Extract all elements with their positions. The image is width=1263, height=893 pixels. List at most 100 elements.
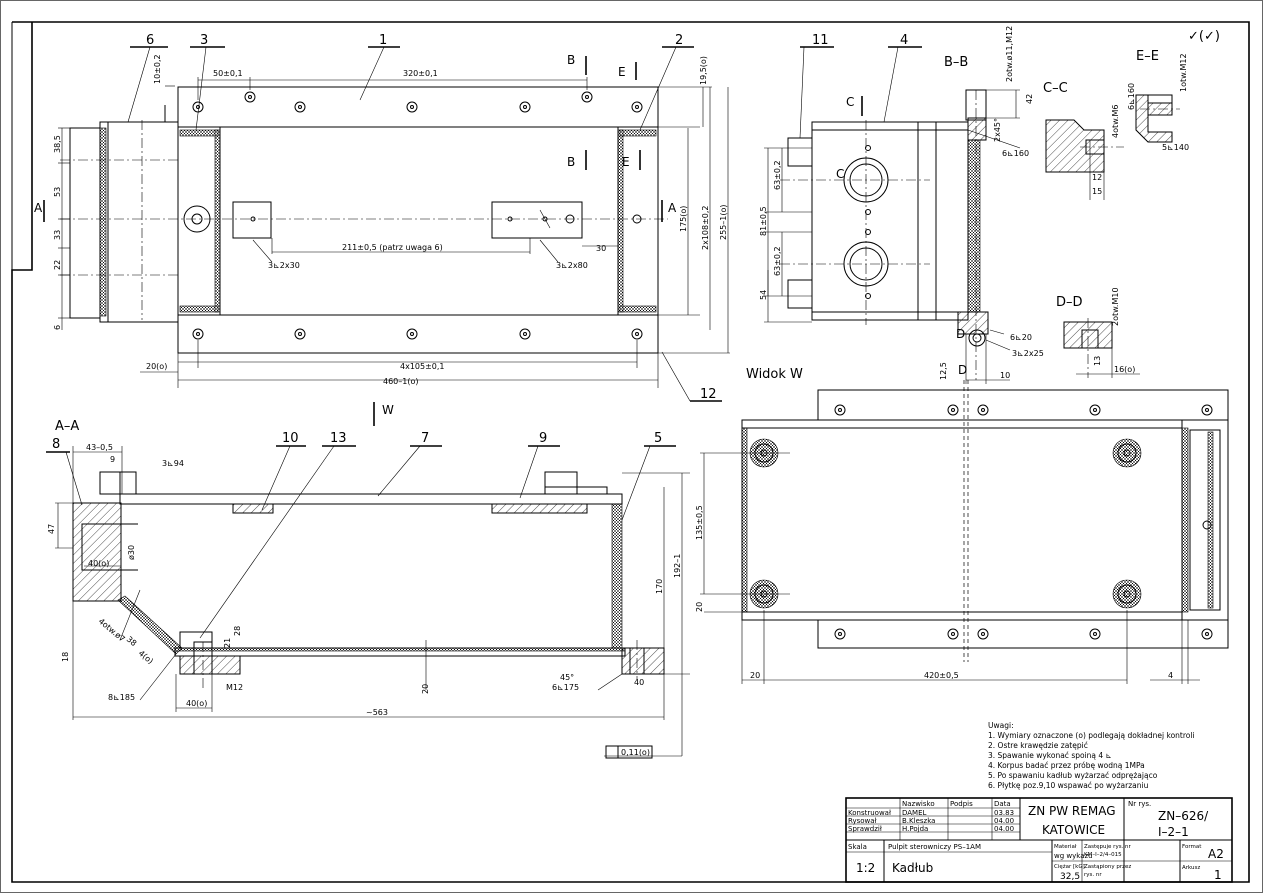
svg-text:6: 6 — [146, 33, 154, 48]
svg-text:18: 18 — [61, 652, 70, 662]
svg-text:B.Kleszka: B.Kleszka — [902, 817, 935, 825]
svg-text:8⊾185: 8⊾185 — [108, 693, 135, 702]
svg-text:4otw.ø7: 4otw.ø7 — [97, 617, 127, 644]
section-ee: E–E 1otw.M12 6⊾160 5⊾140 — [1127, 49, 1189, 152]
section-dd: D–D 2otw.M10 13 16(o) — [1056, 287, 1140, 378]
svg-text:50±0,1: 50±0,1 — [213, 69, 243, 78]
svg-text:4: 4 — [1168, 671, 1173, 680]
svg-text:1. Wymiary oznaczone (o) podle: 1. Wymiary oznaczone (o) podlegają dokła… — [988, 731, 1195, 740]
svg-text:I–2–1: I–2–1 — [1158, 825, 1189, 839]
svg-text:135±0,5: 135±0,5 — [695, 505, 704, 540]
svg-text:4otw.M6: 4otw.M6 — [1111, 105, 1120, 138]
svg-text:04.00: 04.00 — [994, 817, 1014, 825]
svg-text:28: 28 — [233, 626, 242, 636]
svg-text:12: 12 — [1092, 173, 1102, 182]
svg-text:6: 6 — [53, 325, 62, 330]
svg-text:wg wykazu: wg wykazu — [1054, 852, 1093, 860]
svg-text:Nr rys.: Nr rys. — [1128, 800, 1151, 808]
part-labels-section-aa: 8 10 13 7 9 5 — [46, 431, 676, 639]
svg-text:04.00: 04.00 — [994, 825, 1014, 833]
svg-text:DAMEL: DAMEL — [902, 809, 927, 817]
section-aa-dimensions: 43–0,5 9 3⊾94 47 40(o) ø30 4otw.ø7 38 4(… — [47, 443, 682, 759]
plan-view — [58, 77, 730, 388]
svg-text:B: B — [567, 53, 575, 67]
svg-text:10±0,2: 10±0,2 — [153, 54, 162, 84]
svg-text:13: 13 — [1093, 356, 1102, 366]
svg-text:5⊾140: 5⊾140 — [1162, 143, 1189, 152]
svg-text:10: 10 — [1000, 371, 1010, 380]
svg-text:6⊾160: 6⊾160 — [1002, 149, 1029, 158]
svg-text:43–0,5: 43–0,5 — [86, 443, 113, 452]
svg-text:rys. nr: rys. nr — [1084, 872, 1102, 878]
svg-text:6⊾175: 6⊾175 — [552, 683, 579, 692]
svg-text:12: 12 — [700, 387, 717, 402]
svg-text:255–1(o): 255–1(o) — [719, 205, 728, 241]
svg-text:5. Po spawaniu kadłub wyżarzać: 5. Po spawaniu kadłub wyżarzać odprężają… — [988, 771, 1158, 780]
svg-text:A2: A2 — [1208, 847, 1224, 861]
svg-text:C: C — [846, 95, 854, 109]
svg-text:ZN PW REMAG: ZN PW REMAG — [1028, 804, 1116, 818]
svg-text:15: 15 — [1092, 187, 1102, 196]
view-w: Widok W — [695, 367, 1229, 684]
svg-text:0,11(o): 0,11(o) — [621, 748, 650, 757]
svg-text:2x45°: 2x45° — [993, 118, 1002, 142]
svg-text:320±0,1: 320±0,1 — [403, 69, 438, 78]
svg-text:7: 7 — [421, 431, 429, 446]
notes: Uwagi: 1. Wymiary oznaczone (o) podlegaj… — [988, 721, 1195, 790]
section-bb: B–B — [764, 55, 1021, 384]
svg-text:3⊾2x80: 3⊾2x80 — [556, 261, 588, 270]
svg-text:4x105±0,1: 4x105±0,1 — [400, 362, 445, 371]
svg-text:211±0,5 (patrz uwaga 6): 211±0,5 (patrz uwaga 6) — [342, 243, 443, 252]
svg-text:20: 20 — [421, 684, 430, 694]
svg-text:D: D — [956, 327, 965, 341]
section-bb-markers: C C D D 11 4 — [799, 33, 967, 377]
svg-text:33: 33 — [53, 230, 62, 240]
svg-text:81±0,5: 81±0,5 — [759, 206, 768, 236]
svg-text:30: 30 — [596, 244, 606, 253]
section-cc: C–C 4otw.M6 12 15 — [1043, 81, 1124, 200]
svg-text:5: 5 — [654, 431, 662, 446]
svg-text:Sprawdził: Sprawdził — [848, 825, 882, 833]
svg-text:Materiał: Materiał — [1054, 844, 1077, 850]
svg-text:B: B — [567, 155, 575, 169]
svg-text:A–A: A–A — [55, 419, 79, 434]
svg-text:2otw.M10: 2otw.M10 — [1111, 287, 1120, 326]
svg-text:40(o): 40(o) — [186, 699, 207, 708]
svg-text:Ciężar [kG]: Ciężar [kG] — [1054, 864, 1085, 870]
svg-text:3⊾2x25: 3⊾2x25 — [1012, 349, 1044, 358]
svg-text:420±0,5: 420±0,5 — [924, 671, 959, 680]
svg-text:6⊾160: 6⊾160 — [1127, 83, 1136, 110]
svg-text:175(o): 175(o) — [679, 206, 688, 232]
svg-text:1: 1 — [1214, 868, 1222, 882]
svg-text:192–1: 192–1 — [673, 554, 682, 578]
svg-text:40: 40 — [634, 678, 644, 687]
svg-text:Format: Format — [1182, 844, 1202, 850]
svg-text:22: 22 — [53, 260, 62, 270]
svg-text:A: A — [668, 201, 677, 215]
title-block: Nazwisko Podpis Data Konstruował DAMEL 0… — [845, 797, 1233, 883]
svg-text:4. Korpus badać przez próbę wo: 4. Korpus badać przez próbę wodną 1MPa — [988, 761, 1145, 770]
svg-text:Konstruował: Konstruował — [848, 809, 891, 817]
svg-text:13: 13 — [330, 431, 347, 446]
svg-text:Kadłub: Kadłub — [892, 861, 933, 875]
svg-text:19,5(o): 19,5(o) — [699, 56, 708, 85]
svg-text:3. Spawanie wykonać spoiną 4 ⊾: 3. Spawanie wykonać spoiną 4 ⊾ — [988, 751, 1112, 760]
svg-text:D: D — [958, 363, 967, 377]
svg-text:1: 1 — [379, 33, 387, 48]
svg-text:40(o): 40(o) — [88, 559, 109, 568]
svg-text:C: C — [836, 167, 844, 181]
svg-text:2x108±0,2: 2x108±0,2 — [701, 205, 710, 250]
svg-text:W: W — [382, 403, 394, 417]
svg-text:63±0,2: 63±0,2 — [773, 160, 782, 190]
svg-text:9: 9 — [539, 431, 547, 446]
svg-text:Skala: Skala — [848, 843, 867, 851]
svg-text:63±0,2: 63±0,2 — [773, 246, 782, 276]
svg-text:Widok W: Widok W — [746, 367, 803, 382]
svg-text:D–D: D–D — [1056, 295, 1083, 310]
plan-dimensions: 50±0,1 320±0,1 10±0,2 19,5(o) 38,5 53 33… — [53, 54, 728, 386]
svg-text:1otw.M12: 1otw.M12 — [1179, 53, 1188, 92]
svg-text:3: 3 — [200, 33, 208, 48]
svg-text:6. Płytkę poz.9,10 wspawać po: 6. Płytkę poz.9,10 wspawać po wyżarzaniu — [988, 781, 1149, 790]
svg-text:2otw.ø11,M12: 2otw.ø11,M12 — [1005, 26, 1014, 82]
svg-text:ø30: ø30 — [127, 545, 136, 560]
